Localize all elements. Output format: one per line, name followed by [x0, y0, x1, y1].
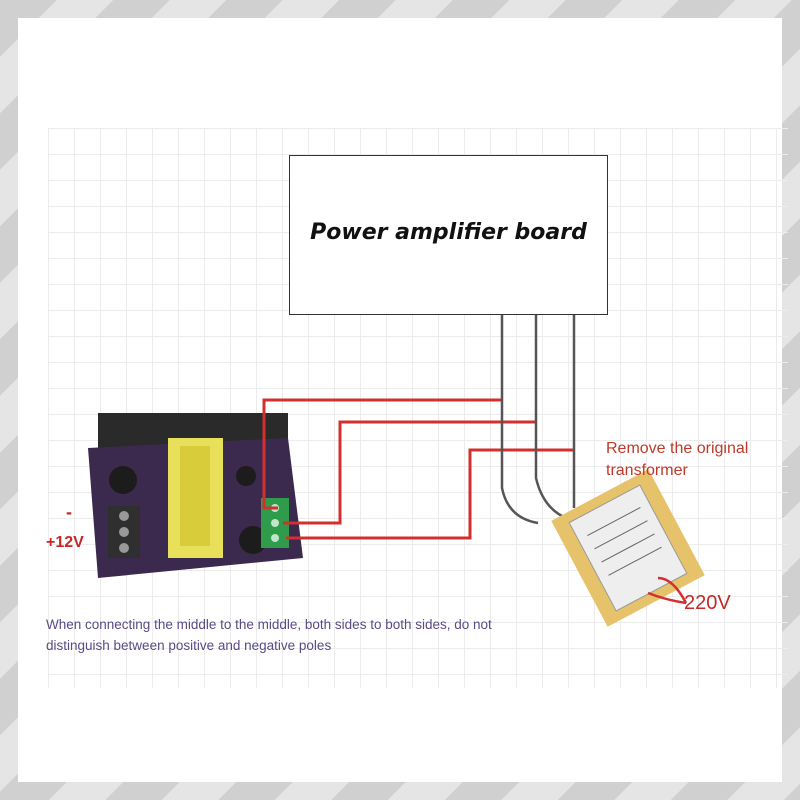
diagram-canvas: Power amplifier board Remove the origina…: [18, 18, 788, 782]
power-amplifier-board-box: Power amplifier board: [289, 155, 608, 315]
power-module-board: [88, 413, 303, 578]
remove-line-1: Remove the original: [606, 440, 749, 457]
capacitor-3: [236, 466, 256, 486]
label-line-4: [608, 546, 662, 576]
output-screw-2: [271, 519, 279, 527]
label-line-2: [594, 520, 648, 550]
cable-1: [500, 313, 539, 525]
output-screw-3: [271, 534, 279, 542]
label-line-3: [601, 533, 655, 563]
remove-line-2: transformer: [606, 462, 688, 479]
220v-label: 220V: [684, 592, 731, 614]
red-wire-3: [286, 448, 574, 540]
mains-leads: [647, 576, 688, 605]
minus-label: -: [66, 502, 72, 522]
mains-lead-2: [647, 591, 687, 605]
transformer: [551, 469, 705, 627]
red-wire-1: [262, 398, 502, 510]
red-wires: [262, 398, 574, 540]
red-wire-2: [283, 420, 536, 525]
note-line-1: When connecting the middle to the middle…: [46, 617, 492, 632]
connection-note: When connecting the middle to the middle…: [46, 614, 546, 656]
amplifier-cables: [500, 313, 576, 525]
plus12v-label: +12V: [46, 534, 84, 551]
remove-transformer-label: Remove the original transformer: [606, 438, 748, 482]
input-screw-2: [119, 527, 129, 537]
capacitor-2: [239, 526, 267, 554]
input-screw-1: [119, 511, 129, 521]
input-screw-3: [119, 543, 129, 553]
note-line-2: distinguish between positive and negativ…: [46, 638, 332, 653]
cable-2: [534, 313, 567, 520]
pcb-transformer-core: [180, 446, 210, 546]
mains-lead-1: [657, 576, 688, 604]
box-title: Power amplifier board: [310, 220, 587, 245]
capacitor-1: [109, 466, 137, 494]
wiring-diagram: [88, 313, 705, 627]
label-line-1: [587, 506, 641, 537]
